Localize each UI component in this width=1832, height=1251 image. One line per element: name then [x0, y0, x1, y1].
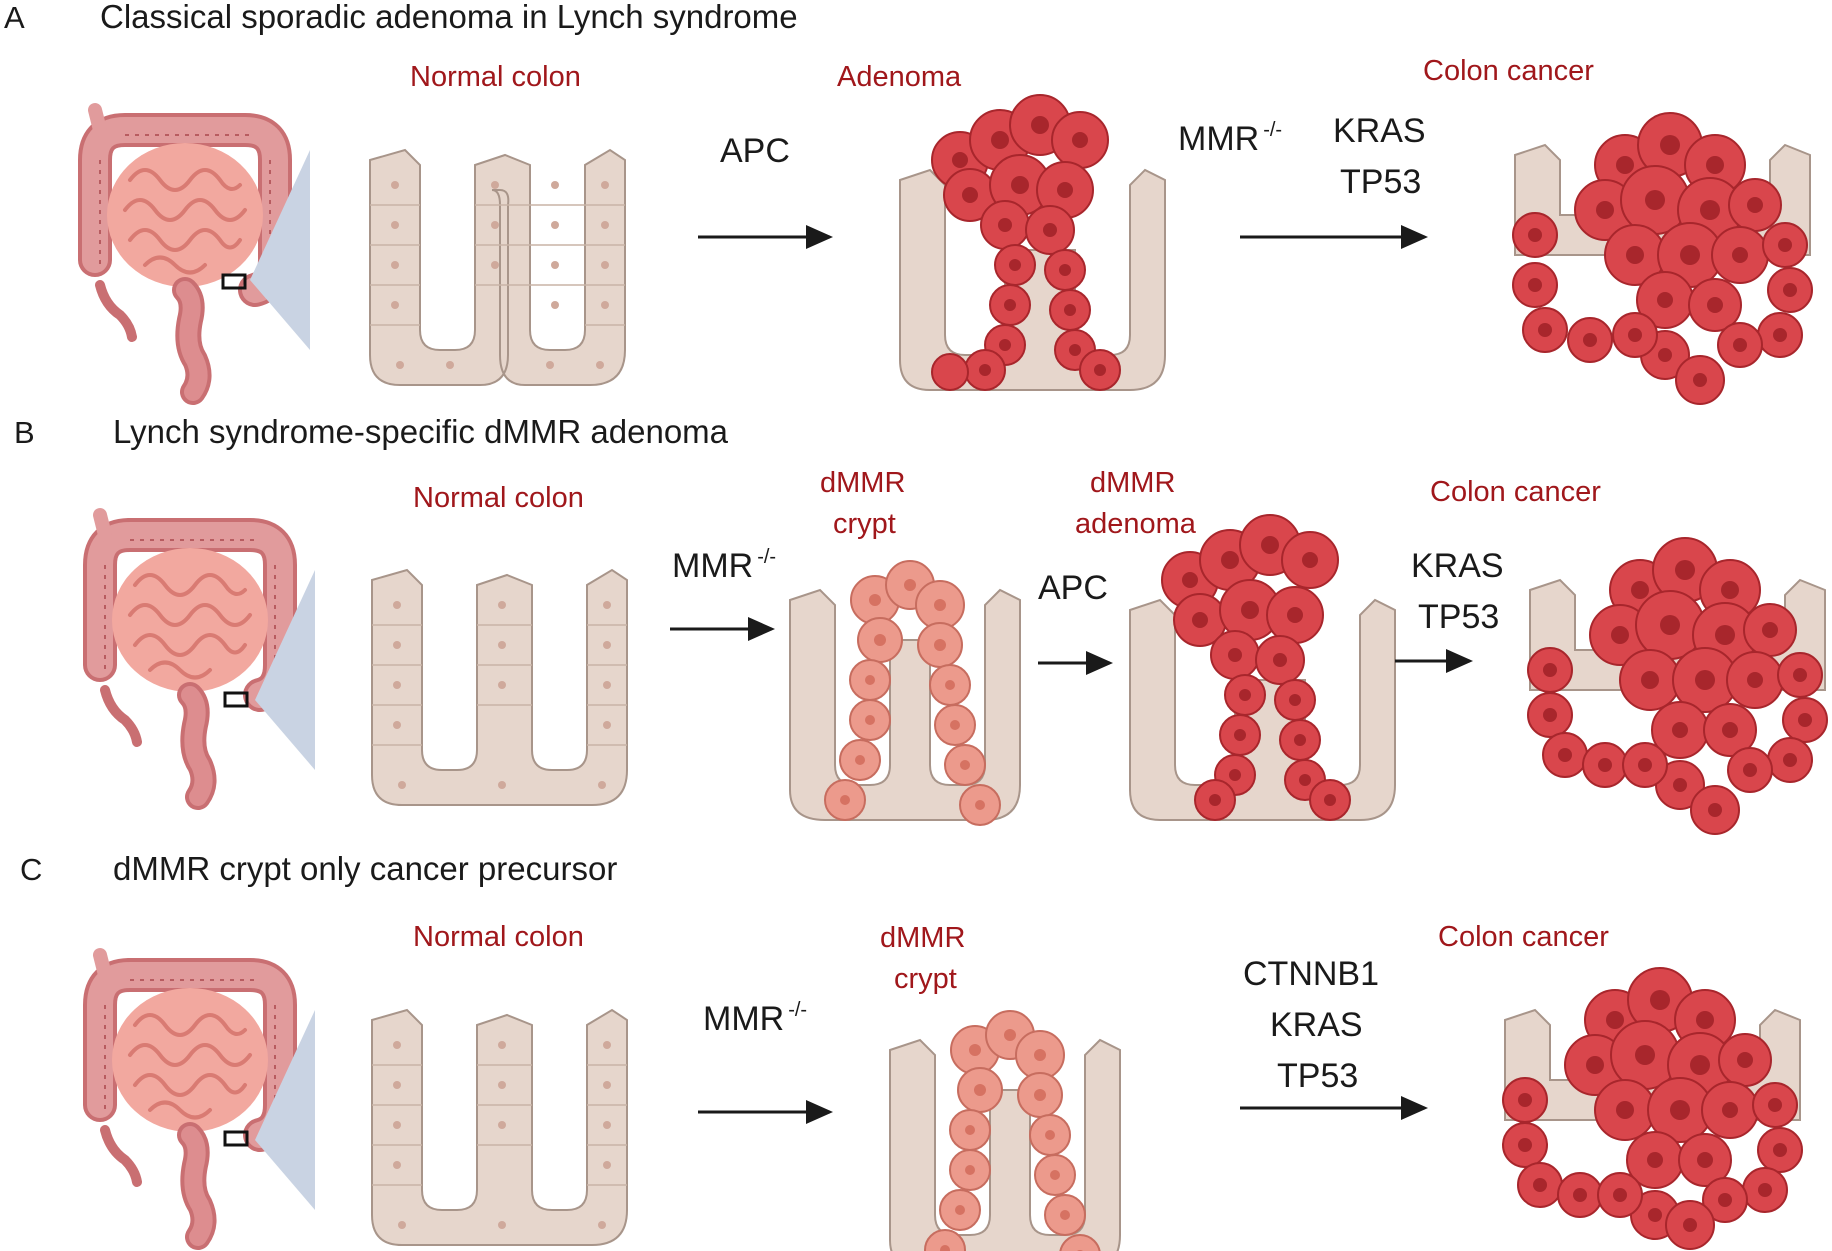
panel-b-crypt-label-1: dMMR	[820, 467, 905, 499]
panel-c-letter: C	[20, 852, 42, 887]
panel-a: A Classical sporadic adenoma in Lynch sy…	[4, 0, 1813, 405]
colon-organ-icon	[95, 110, 275, 392]
normal-crypt-icon	[371, 1008, 628, 1246]
panel-b-crypt-label-2: crypt	[833, 508, 896, 540]
panel-a-adenoma-label: Adenoma	[837, 61, 962, 93]
panel-c-crypt-label-1: dMMR	[880, 922, 965, 954]
panel-a-title: Classical sporadic adenoma in Lynch synd…	[100, 0, 798, 35]
panel-b-letter: B	[14, 415, 35, 450]
panel-c-mutation-kras: KRAS	[1270, 1006, 1363, 1044]
cancer-crypt-icon	[1502, 967, 1803, 1250]
panel-c-normal-label: Normal colon	[413, 921, 584, 953]
panel-a-normal-label: Normal colon	[410, 61, 581, 93]
dmmr-crypt-icon	[889, 1010, 1121, 1251]
panel-b-mutation-tp53: TP53	[1418, 598, 1499, 636]
adenoma-crypt-icon	[899, 94, 1166, 391]
panel-c-crypt-label-2: crypt	[894, 963, 957, 995]
panel-a-cancer-label: Colon cancer	[1423, 55, 1594, 87]
panel-b-adenoma-label-1: dMMR	[1090, 467, 1175, 499]
panel-b-title: Lynch syndrome-specific dMMR adenoma	[113, 413, 729, 450]
panel-b-adenoma-label-2: adenoma	[1075, 508, 1197, 540]
panel-c-title: dMMR crypt only cancer precursor	[113, 850, 617, 887]
panel-a-mutation-apc: APC	[720, 132, 790, 170]
zoom-wedge	[250, 150, 310, 350]
panel-c-cancer-label: Colon cancer	[1438, 921, 1609, 953]
panel-b-normal-label: Normal colon	[413, 482, 584, 514]
panel-b-mutation-kras: KRAS	[1411, 547, 1504, 585]
adenoma-crypt-icon	[1129, 514, 1396, 821]
colon-organ-icon	[100, 955, 280, 1237]
cancer-crypt-icon	[1527, 537, 1828, 835]
dmmr-crypt-icon	[789, 560, 1021, 826]
zoom-wedge	[255, 1010, 315, 1210]
panel-c-mutation-mmr: MMR-/-	[703, 999, 807, 1038]
normal-crypt-icon	[369, 148, 626, 386]
panel-b-mutation-mmr: MMR-/-	[672, 546, 776, 585]
panel-b-mutation-apc: APC	[1038, 569, 1108, 607]
panel-a-letter: A	[4, 0, 25, 35]
panel-a-mutation-mmr: MMR-/-	[1178, 119, 1282, 158]
cancer-crypt-icon	[1512, 112, 1813, 405]
panel-a-mutation-tp53: TP53	[1340, 163, 1421, 201]
panel-a-mutation-kras: KRAS	[1333, 112, 1426, 150]
panel-b-cancer-label: Colon cancer	[1430, 476, 1601, 508]
normal-crypt-icon	[371, 568, 628, 806]
panel-c: C dMMR crypt only cancer precursor Norma…	[20, 850, 1803, 1251]
panel-c-mutation-ctnnb1: CTNNB1	[1243, 955, 1379, 993]
zoom-wedge	[255, 570, 315, 770]
panel-b: B Lynch syndrome-specific dMMR adenoma N…	[14, 413, 1828, 835]
colon-organ-icon	[100, 515, 280, 797]
panel-c-mutation-tp53: TP53	[1277, 1057, 1358, 1095]
